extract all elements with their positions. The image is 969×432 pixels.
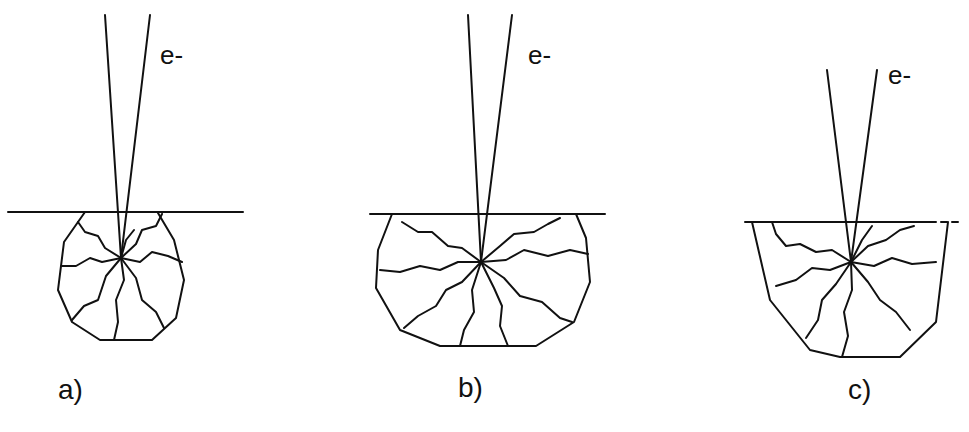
cracks [380,218,588,346]
interaction-volume [376,214,590,346]
panel-label: b) [458,374,483,402]
beam-edge [481,15,512,262]
panel-label: a) [58,376,83,404]
beam-label: e- [528,42,551,68]
interaction-volume [58,212,184,340]
beam-edge [851,70,877,262]
beam-edge [827,70,851,262]
interaction-volume [752,222,948,357]
panel-c [745,70,962,357]
panel-b [370,15,605,346]
beam-label: e- [160,42,183,68]
beam-label: e- [888,62,911,88]
surface-line [930,221,962,223]
beam-edge [121,15,150,258]
beam-edge [468,15,481,262]
cracks [772,222,936,357]
cracks [62,214,182,340]
beam-edge [105,15,121,258]
panel-a [8,15,243,340]
panel-label: c) [848,376,871,404]
